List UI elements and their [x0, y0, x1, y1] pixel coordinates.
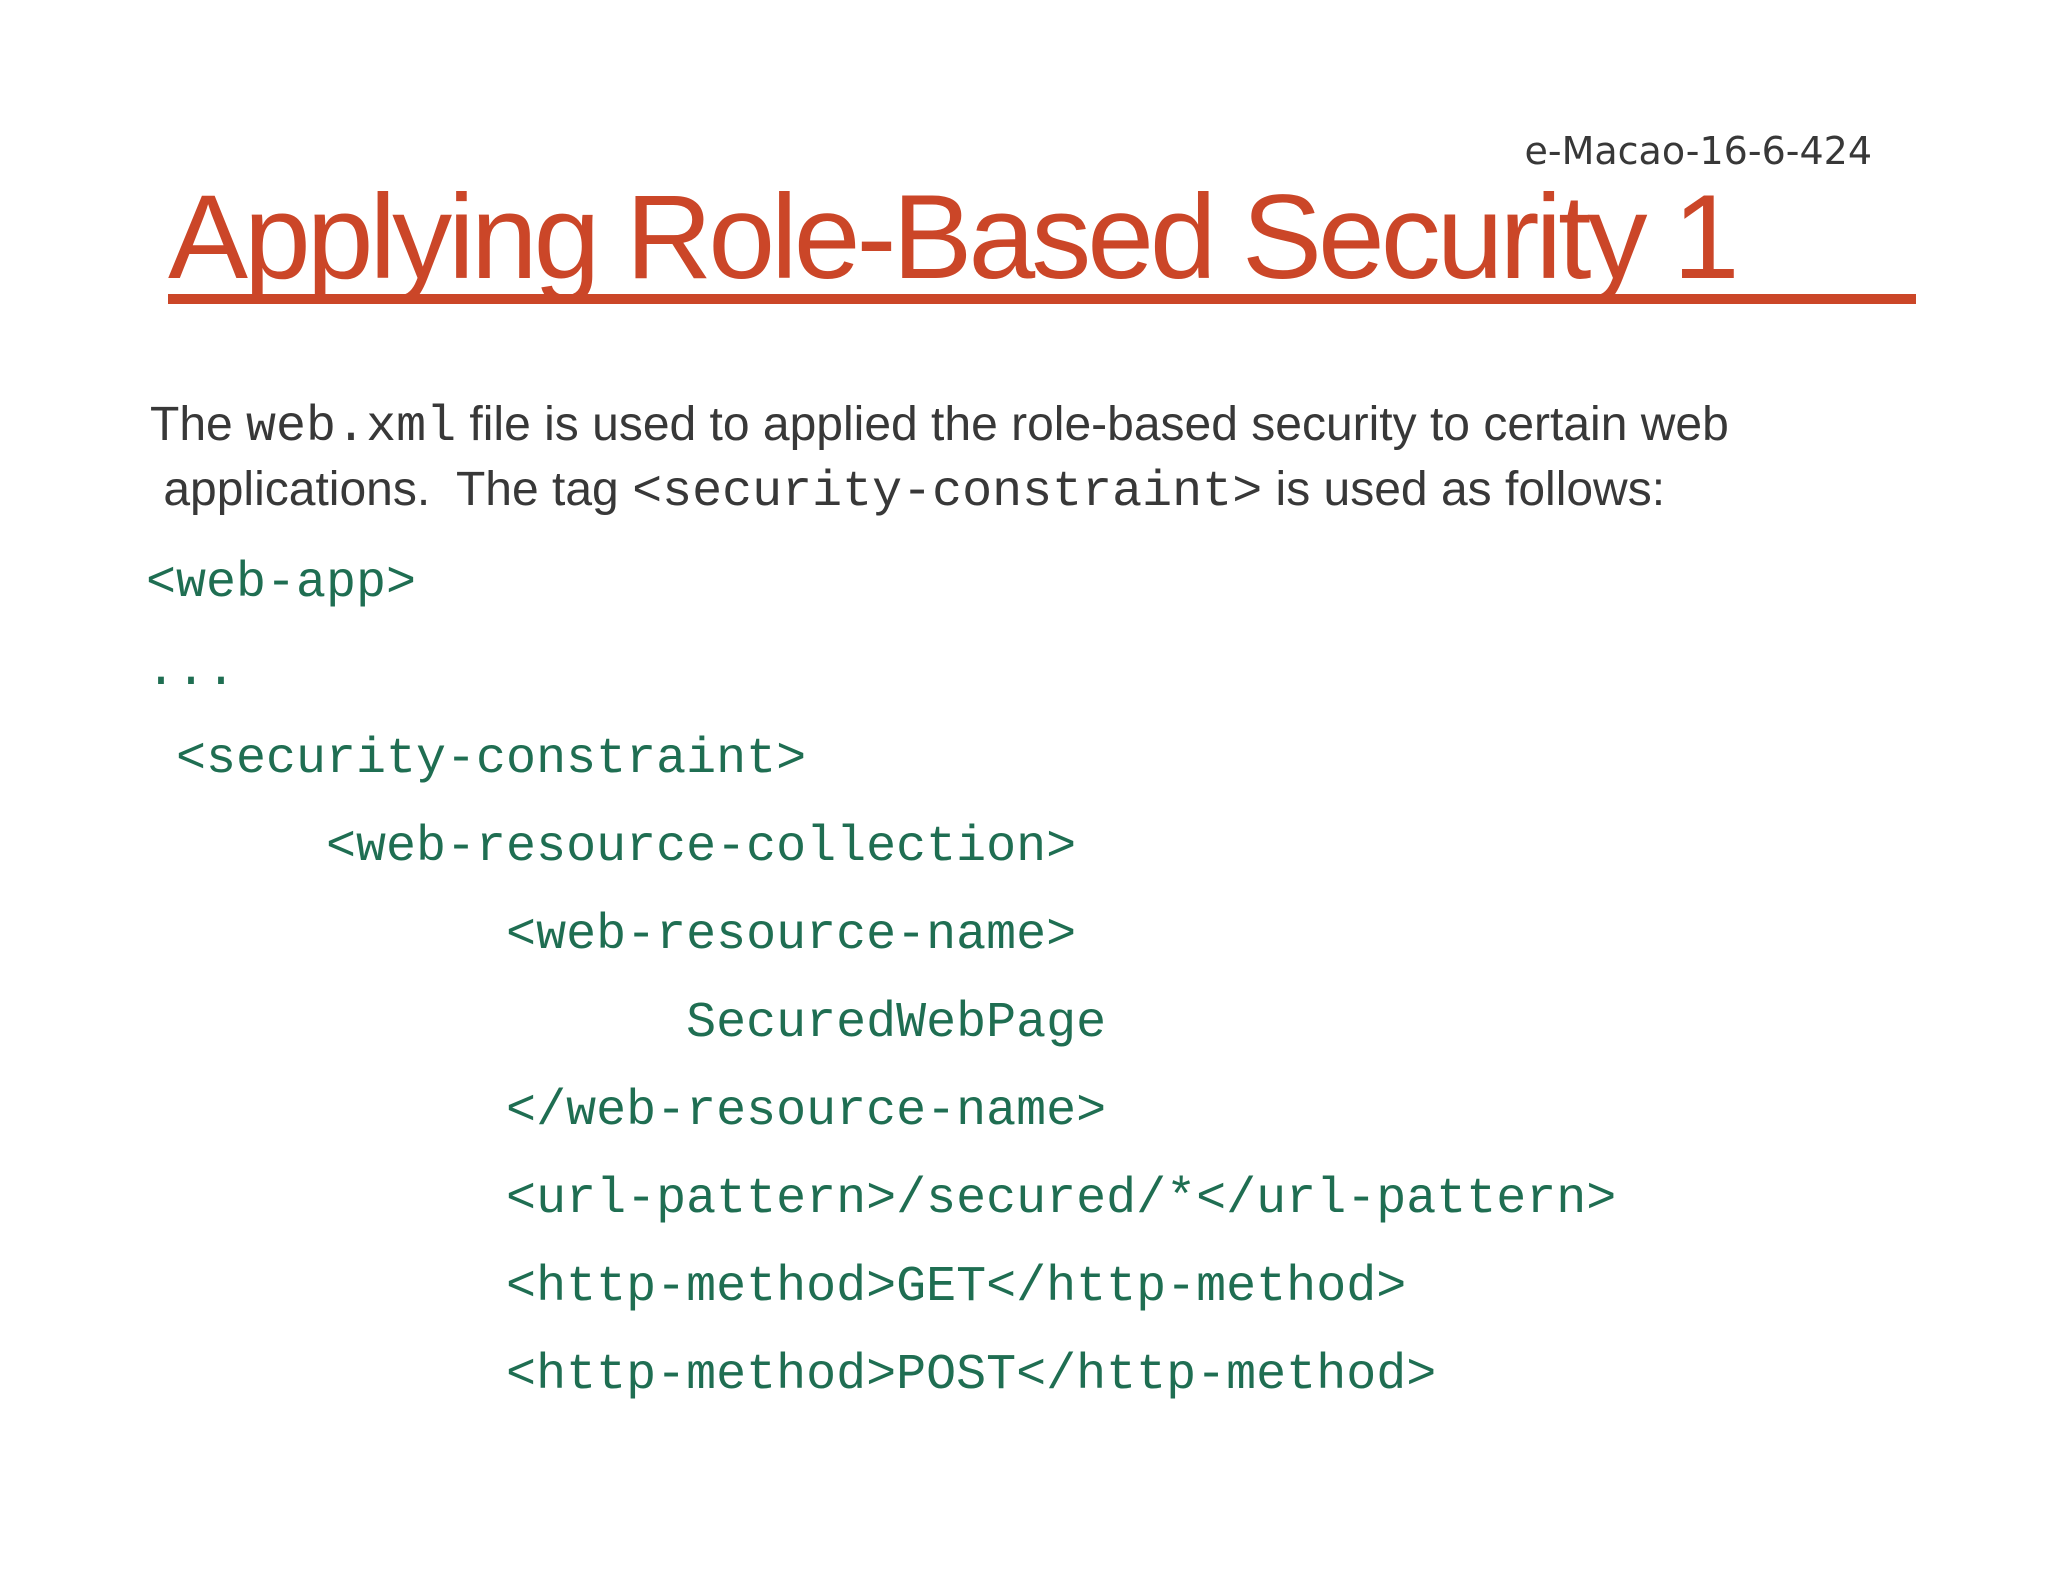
paragraph-line-1: The web.xml file is used to applied the …	[150, 394, 1729, 459]
paragraph-line-2: applications. The tag <security-constrai…	[150, 459, 1729, 524]
code-line: <web-resource-collection>	[146, 819, 1077, 876]
code-line: <http-method>POST</http-method>	[146, 1347, 1437, 1404]
code-line: </web-resource-name>	[146, 1083, 1107, 1140]
code-line: <web-app>	[146, 555, 417, 612]
code-line: SecuredWebPage	[146, 995, 1107, 1052]
slide-reference-code: e-Macao-16-6-424	[1524, 129, 1873, 173]
page-title: Applying Role-Based Security 1	[168, 170, 1740, 304]
title-underline	[168, 294, 1916, 304]
xml-code-block: <web-app> ... <security-constraint> <web…	[146, 540, 1616, 1420]
paragraph-text: file is used to applied the role-based s…	[456, 398, 1729, 451]
inline-code-webxml: web.xml	[246, 399, 457, 456]
paragraph-text: The	[150, 398, 247, 451]
body-paragraph: The web.xml file is used to applied the …	[150, 394, 1729, 524]
paragraph-text: is used as follows:	[1262, 463, 1666, 516]
code-line: <web-resource-name>	[146, 907, 1077, 964]
inline-code-security-constraint-tag: <security-constraint>	[632, 464, 1263, 521]
code-line: <security-constraint>	[146, 731, 807, 788]
code-line: <http-method>GET</http-method>	[146, 1259, 1407, 1316]
paragraph-text: applications. The tag	[150, 463, 633, 516]
code-line: <url-pattern>/secured/*</url-pattern>	[146, 1171, 1617, 1228]
code-line: ...	[146, 643, 237, 700]
